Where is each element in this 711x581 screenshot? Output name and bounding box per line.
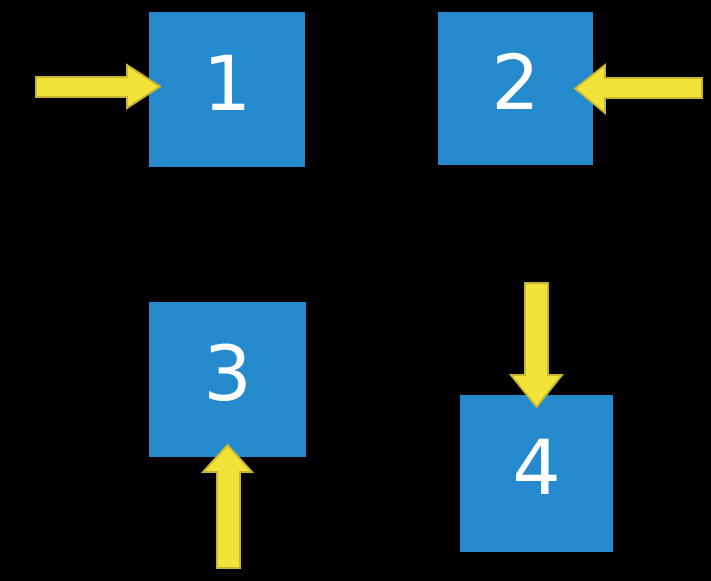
arrow-pointing-down-icon <box>508 282 565 409</box>
square-4[interactable]: 4 <box>460 395 613 552</box>
square-2-label: 2 <box>491 37 540 127</box>
square-1-label: 1 <box>202 38 252 128</box>
arrow-pointing-left-icon <box>573 62 703 116</box>
square-4-label: 4 <box>512 422 561 512</box>
square-1[interactable]: 1 <box>149 12 305 167</box>
square-2[interactable]: 2 <box>438 12 593 165</box>
square-3[interactable]: 3 <box>149 302 306 457</box>
square-3-label: 3 <box>203 328 252 418</box>
arrow-pointing-right-icon <box>35 63 162 110</box>
arrow-pointing-up-icon <box>200 443 255 569</box>
